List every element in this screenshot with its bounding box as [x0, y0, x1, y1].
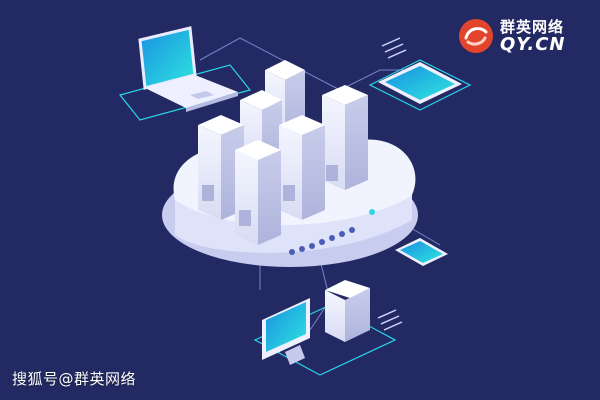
server-tower-icon	[279, 115, 325, 220]
server-tower-icon	[235, 140, 281, 245]
desktop-computer-icon	[253, 280, 403, 376]
server-rack-group	[198, 60, 368, 245]
brand-name-cn: 群英网络	[500, 18, 565, 36]
smartphone-icon	[395, 238, 448, 266]
tablet-icon	[368, 37, 472, 111]
source-watermark: 搜狐号@群英网络	[12, 370, 137, 388]
brand-logo: 群英网络 QY.CN	[458, 14, 590, 56]
laptop-icon	[118, 26, 252, 121]
brand-name-en: QY.CN	[500, 34, 566, 55]
server-tower-icon	[322, 85, 368, 190]
qy-logo-icon	[459, 19, 493, 53]
